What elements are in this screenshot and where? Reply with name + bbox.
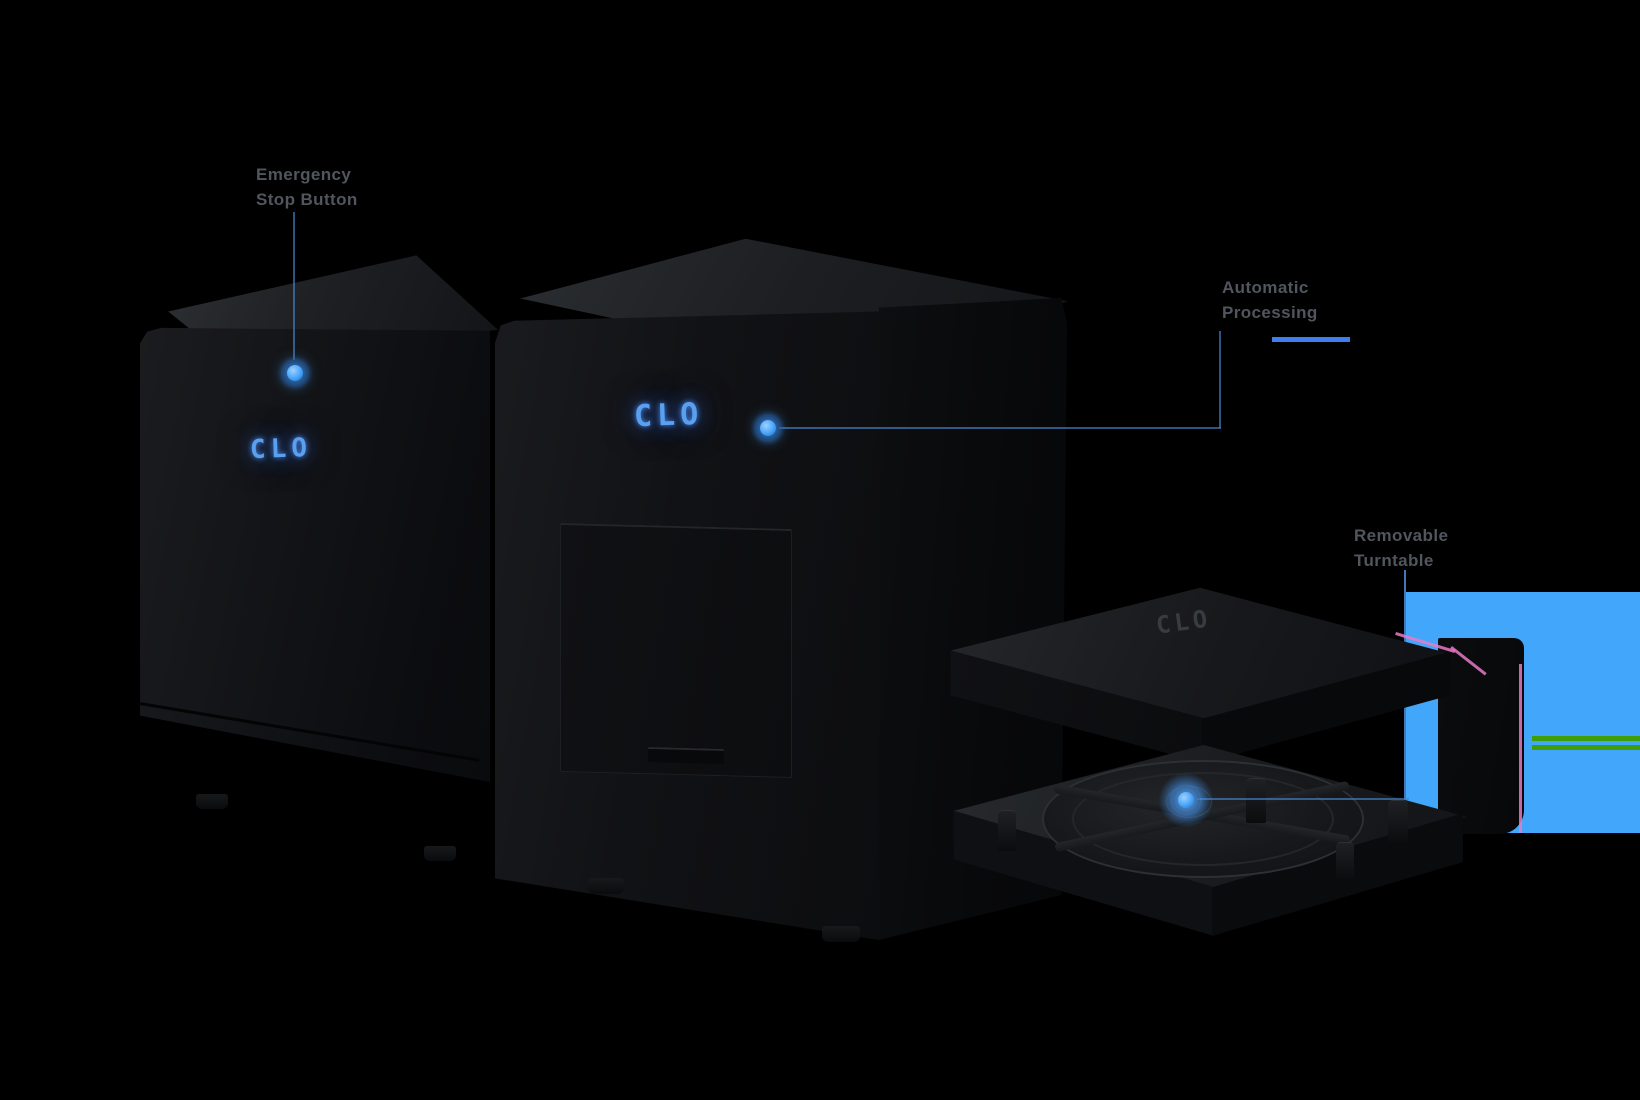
clo-led-logo: CLO — [633, 396, 704, 435]
tray-post — [998, 810, 1016, 851]
callout-2-line1: Automatic — [1222, 278, 1309, 297]
callout-2-dot-icon — [760, 420, 776, 436]
callout-1-line — [293, 212, 295, 360]
callout-2-label: Automatic Processing — [1222, 275, 1318, 325]
callout-3-dot-icon — [1178, 792, 1194, 808]
callout-3-line2: Turntable — [1354, 551, 1434, 570]
callout-3-line — [1197, 798, 1409, 800]
machine-left-front-face — [140, 327, 490, 782]
green-stripe-1 — [1532, 736, 1640, 741]
clo-led-logo: CLO — [249, 432, 313, 466]
turntable-inner-ring — [1072, 772, 1334, 866]
callout-1-dot-icon — [287, 365, 303, 381]
pink-fringe-vertical — [1519, 664, 1522, 833]
callout-1-line2: Stop Button — [256, 190, 358, 209]
machine-front-foot — [588, 878, 624, 894]
callout-1-label: Emergency Stop Button — [256, 162, 358, 212]
machine-front-foot — [822, 926, 860, 942]
callout-2-line2: Processing — [1222, 303, 1318, 322]
machine-front-door-handle — [648, 747, 724, 764]
machine-front-door-panel — [560, 522, 792, 779]
tray-post — [1336, 842, 1354, 879]
callout-3-label: Removable Turntable — [1354, 523, 1448, 573]
green-stripe-2 — [1532, 745, 1640, 750]
callout-2-line — [779, 427, 1221, 429]
machine-left-foot — [424, 846, 456, 861]
tray-right-body — [1438, 638, 1524, 834]
tray-post — [1246, 778, 1266, 823]
callout-2-accent-underline — [1272, 337, 1350, 342]
callout-1-line1: Emergency — [256, 165, 352, 184]
callout-2-line — [1219, 331, 1221, 428]
machine-left-foot — [196, 794, 228, 809]
tray-post — [1388, 800, 1408, 843]
callout-3-line1: Removable — [1354, 526, 1449, 545]
